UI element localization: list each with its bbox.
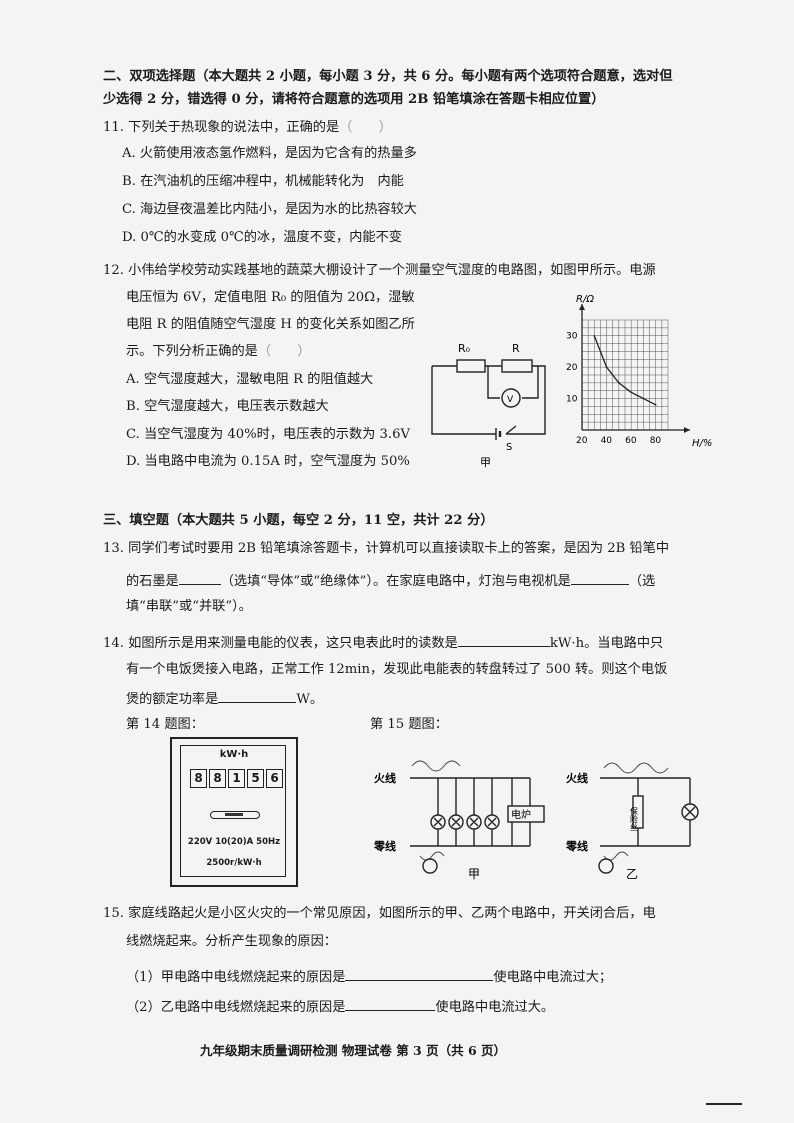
q12-option-c: C. 当空气湿度为 40%时，电压表的示数为 3.6V xyxy=(126,427,411,442)
y-tick-label: 20 xyxy=(566,363,578,373)
q13-line2-a: 的石墨是 xyxy=(126,574,179,589)
fig15-label-jia: 甲 xyxy=(468,867,480,881)
fig15-neutral-yi: 零线 xyxy=(565,839,588,853)
q15-sub2: （2）乙电路中电线燃烧起来的原因是 使电路中电流过大。 xyxy=(126,996,554,1017)
q15-line2: 线燃烧起来。分析产生现象的原因： xyxy=(126,934,337,949)
fig15-label: 第 15 题图： xyxy=(370,717,448,732)
fig15-live-jia: 火线 xyxy=(374,771,396,785)
fig15-circuits: 火线 零线 电炉 甲 火线 零线 保险丝 乙 xyxy=(373,760,699,881)
x-tick-label: 80 xyxy=(650,436,662,446)
y-axis-arrow xyxy=(579,304,585,310)
q11-option-d: D. 0℃的水变成 0℃的冰，温度不变，内能不变 xyxy=(122,230,402,245)
q15-blank-2[interactable] xyxy=(345,996,436,1011)
q12-option-b: B. 空气湿度越大，电压表示数越大 xyxy=(126,399,329,414)
section2-title-line1: 二、双项选择题（本大题共 2 小题，每小题 3 分，共 6 分。每小题有两个选项… xyxy=(103,69,673,84)
data-point xyxy=(618,382,620,384)
q14-line1-b: kW·h。当电路中只 xyxy=(549,636,664,651)
q12-circuit-diagram: R₀ R V S 甲 xyxy=(431,342,546,469)
fig15-fuse: 保险丝 xyxy=(630,806,639,831)
q12-line1: 12. 小伟给学校劳动实践基地的蔬菜大棚设计了一个测量空气湿度的电路图，如图甲所… xyxy=(103,263,656,278)
q14-line3-b: W。 xyxy=(296,692,324,707)
label-v: V xyxy=(507,395,514,405)
data-point xyxy=(593,334,596,337)
meter-disc-window xyxy=(210,811,260,819)
label-r: R xyxy=(512,342,520,355)
q15-sub2-a: （2）乙电路中电线燃烧起来的原因是 xyxy=(126,1000,346,1015)
data-point xyxy=(642,397,645,400)
x-axis-label: H/% xyxy=(692,438,712,449)
q14-blank-2[interactable] xyxy=(218,688,297,703)
data-point xyxy=(630,391,632,394)
q14-blank-1[interactable] xyxy=(457,632,550,647)
section2-title-line2: 少选得 2 分，错选得 0 分，请将符合题意的选项用 2B 铅笔填涂在答题卡相应… xyxy=(103,92,605,107)
q15-line1: 15. 家庭线路起火是小区火灾的一个常见原因，如图所示的甲、乙两个电路中，开关闭… xyxy=(103,906,656,921)
x-axis-arrow xyxy=(684,427,690,433)
meter-digit: 1 xyxy=(228,769,245,788)
q13-blank-1[interactable] xyxy=(178,570,221,585)
q11-stem: 11. 下列关于热现象的说法中，正确的是（ ） xyxy=(103,120,392,135)
fig15-stove: 电炉 xyxy=(511,808,531,821)
q12-line4-text: 示。下列分析正确的是 xyxy=(126,344,258,359)
q14-line3-a: 煲的额定功率是 xyxy=(126,692,219,707)
q12-option-a: A. 空气湿度越大，湿敏电阻 R 的阻值越大 xyxy=(126,372,374,387)
label-r0: R₀ xyxy=(458,342,471,355)
label-s: S xyxy=(506,442,512,453)
q13-blank-2[interactable] xyxy=(570,570,629,585)
series-line xyxy=(593,335,657,406)
q13-line2-c: （选 xyxy=(628,574,656,589)
meter-digit: 5 xyxy=(247,769,264,788)
q11-stem-text: 11. 下列关于热现象的说法中，正确的是 xyxy=(103,120,340,135)
data-point xyxy=(605,366,608,368)
q14-line2: 有一个电饭煲接入电路，正常工作 12min，发现此电能表的转盘转过了 500 转… xyxy=(126,662,668,677)
q13-line3: 填“串联”或“并联”）。 xyxy=(126,599,252,614)
y-tick-label: 30 xyxy=(566,332,578,342)
q12-line4: 示。下列分析正确的是（ ） xyxy=(126,344,311,359)
meter-digit: 8 xyxy=(209,769,226,788)
page-footer: 九年级期末质量调研检测 物理试卷 第 3 页（共 6 页） xyxy=(200,1043,507,1058)
q15-sub2-b: 使电路中电流过大。 xyxy=(435,1000,555,1015)
meter-rate: 2500r/kW·h xyxy=(206,858,262,868)
meter-digit: 6 xyxy=(266,769,283,788)
q15-sub1: （1）甲电路中电线燃烧起来的原因是 使电路中电流过大； xyxy=(126,966,612,987)
corner-mark xyxy=(706,1103,742,1105)
x-tick-label: 20 xyxy=(576,436,588,446)
q15-sub1-a: （1）甲电路中电线燃烧起来的原因是 xyxy=(126,970,346,985)
electricity-meter: kW·h 8 8 1 5 6 220V 10(20)A 50Hz 2500r/k… xyxy=(170,737,298,887)
data-point xyxy=(654,404,657,406)
q13-line1: 13. 同学们考试时要用 2B 铅笔填涂答题卡，计算机可以直接读取卡上的答案，是… xyxy=(103,541,670,556)
humidity-resistance-chart: 20 40 60 80 10 20 30 R/Ω H/% xyxy=(566,294,712,449)
q11-option-b: B. 在汽油机的压缩冲程中，机械能转化为 内能 xyxy=(122,174,404,189)
meter-unit: kW·h xyxy=(219,749,249,760)
q15-sub1-b: 使电路中电流过大； xyxy=(493,970,613,985)
q14-line3: 煲的额定功率是 W。 xyxy=(126,688,323,709)
meter-digits: 8 8 1 5 6 xyxy=(190,769,283,788)
fig15-label-yi: 乙 xyxy=(626,867,638,881)
q11-option-c: C. 海边昼夜温差比内陆小，是因为水的比热容较大 xyxy=(122,202,417,217)
label-jia: 甲 xyxy=(480,456,491,469)
fig15-live-yi: 火线 xyxy=(566,771,588,785)
x-tick-label: 60 xyxy=(625,436,637,446)
q13-line2: 的石墨是 （选填“导体”或“绝缘体”）。在家庭电路中，灯泡与电视机是 （选 xyxy=(126,570,655,591)
fig14-label: 第 14 题图： xyxy=(126,717,204,732)
q14-line1: 14. 如图所示是用来测量电能的仪表，这只电表此时的读数是 kW·h。当电路中只 xyxy=(103,632,663,653)
q12-line2: 电压恒为 6V，定值电阻 R₀ 的阻值为 20Ω，湿敏 xyxy=(126,290,415,305)
y-axis-label: R/Ω xyxy=(576,294,594,305)
q13-line2-b: （选填“导体”或“绝缘体”）。在家庭电路中，灯泡与电视机是 xyxy=(220,574,571,589)
q12-line3: 电阻 R 的阻值随空气湿度 H 的变化关系如图乙所 xyxy=(126,317,415,332)
x-tick-label: 40 xyxy=(601,436,613,446)
fig15-neutral-jia: 零线 xyxy=(373,839,396,853)
section3-title: 三、填空题（本大题共 5 小题，每空 2 分，11 空，共计 22 分） xyxy=(103,513,494,528)
q15-blank-1[interactable] xyxy=(345,966,494,981)
q12-option-d: D. 当电路中电流为 0.15A 时，空气湿度为 50% xyxy=(126,454,410,469)
q11-option-a: A. 火箭使用液态氢作燃料，是因为它含有的热量多 xyxy=(122,146,417,161)
meter-digit: 8 xyxy=(190,769,207,788)
meter-spec: 220V 10(20)A 50Hz xyxy=(187,837,281,847)
q14-line1-a: 14. 如图所示是用来测量电能的仪表，这只电表此时的读数是 xyxy=(103,636,458,651)
y-tick-label: 10 xyxy=(566,395,578,405)
